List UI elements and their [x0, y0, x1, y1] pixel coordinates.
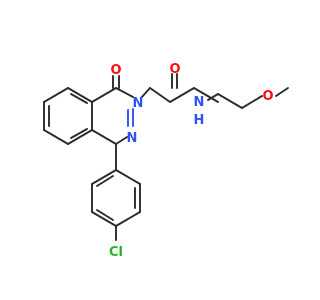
- ring-carbonyl-oxygen-label: O: [110, 63, 121, 78]
- chlorophenyl-ring: [91, 143, 141, 241]
- propanamide-chain: [140, 73, 219, 103]
- benzo-ring: [43, 87, 93, 145]
- amide-oxygen-label: O: [169, 62, 180, 77]
- molecule-structure: O N N O N H O Cl: [43, 62, 289, 260]
- ether-oxygen-label: O: [262, 89, 273, 104]
- pyridazinone-ring: [91, 75, 134, 145]
- ring-nitrogen-label-1: N: [133, 96, 144, 111]
- chlorine-label: Cl: [109, 245, 123, 260]
- amide-hydrogen-label: H: [194, 113, 205, 128]
- ring-nitrogen-label-2: N: [127, 131, 138, 146]
- amide-nitrogen-label: N: [194, 95, 205, 110]
- methoxyethyl-chain: [207, 87, 289, 109]
